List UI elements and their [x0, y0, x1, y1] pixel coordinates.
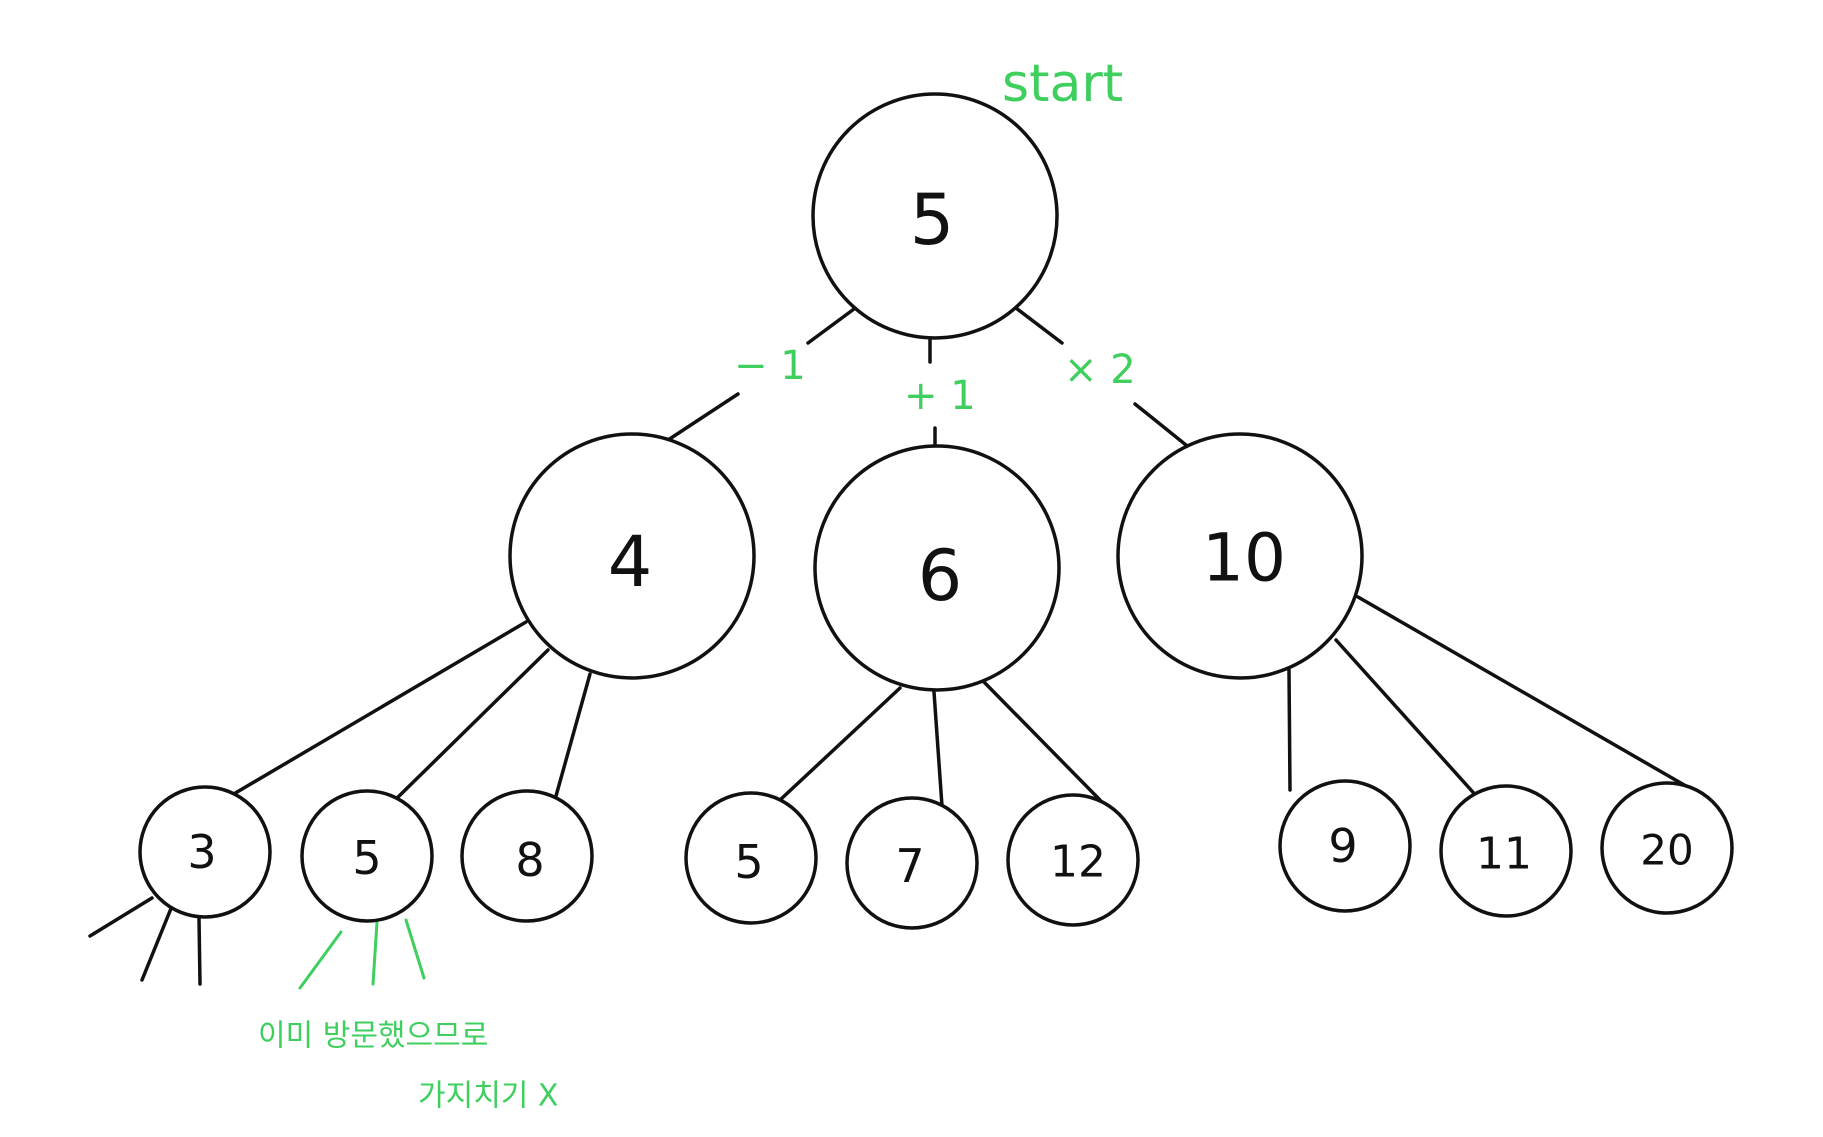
pruned-branch — [404, 918, 426, 980]
edge-root-to-4-upper — [806, 307, 856, 345]
edge-root-to-10-lower — [1133, 402, 1188, 447]
level1-edges — [230, 595, 1688, 808]
start-label: start — [1002, 54, 1123, 114]
operation-plus-one: + 1 — [904, 373, 976, 419]
operation-minus-one: − 1 — [734, 343, 806, 389]
node-root-circle — [811, 92, 1059, 340]
edge-10-to-9 — [1287, 668, 1292, 792]
node-20-value: 20 — [1640, 826, 1693, 875]
stub-branch — [197, 916, 202, 986]
node-9-value: 9 — [1328, 819, 1357, 873]
node-12-value: 12 — [1050, 837, 1106, 888]
pruned-branches — [298, 918, 426, 990]
node-root: 5 — [811, 92, 1059, 340]
stub-branch — [88, 896, 154, 938]
node-20-circle — [1600, 781, 1734, 915]
node-4-value: 4 — [608, 521, 653, 603]
node-5-value: 5 — [734, 835, 763, 889]
edge-10-to-20 — [1356, 595, 1688, 788]
node-6-circle — [813, 444, 1061, 692]
node-level1: 4 6 10 — [508, 432, 1364, 692]
node-8-value: 8 — [515, 833, 544, 887]
edge-4-to-5 — [393, 648, 550, 802]
edge-6-to-7 — [932, 690, 944, 808]
node-11-value: 11 — [1476, 829, 1532, 880]
edge-6-to-5 — [778, 686, 902, 802]
node-10-value: 10 — [1202, 520, 1286, 597]
edge-4-to-8 — [554, 672, 592, 798]
node-12-circle — [1006, 793, 1140, 927]
node-5-visited-value: 5 — [352, 831, 381, 885]
node-8-circle — [460, 789, 594, 923]
stub-branch — [140, 904, 174, 982]
node-3-child-stubs — [88, 896, 202, 986]
node-root-value: 5 — [910, 179, 955, 261]
annotation-line2: 가지치기 X — [418, 1079, 559, 1114]
node-5-visited-circle — [300, 789, 434, 923]
node-3-value: 3 — [187, 825, 216, 879]
node-9-circle — [1278, 779, 1412, 913]
annotation-line1: 이미 방문했으므로 — [258, 1019, 488, 1054]
node-7-circle — [845, 796, 979, 930]
root-edges — [666, 306, 1188, 448]
node-7-value: 7 — [895, 839, 924, 893]
node-5-circle — [684, 791, 818, 925]
node-11-circle — [1439, 784, 1573, 918]
node-4-circle — [508, 432, 756, 680]
node-6-value: 6 — [918, 535, 963, 617]
node-10-circle — [1116, 432, 1364, 680]
edge-10-to-11 — [1334, 638, 1482, 802]
edge-root-to-10-upper — [1014, 306, 1064, 345]
pruned-branch — [371, 920, 379, 986]
edge-root-to-4-lower — [666, 392, 740, 442]
pruned-branch — [298, 930, 343, 990]
edge-4-to-3 — [230, 620, 528, 797]
node-level2: 3 5 8 5 7 12 9 11 20 — [138, 779, 1734, 930]
edge-6-to-12 — [982, 680, 1102, 802]
operation-times-two: × 2 — [1064, 347, 1136, 393]
node-3-circle — [138, 785, 272, 919]
